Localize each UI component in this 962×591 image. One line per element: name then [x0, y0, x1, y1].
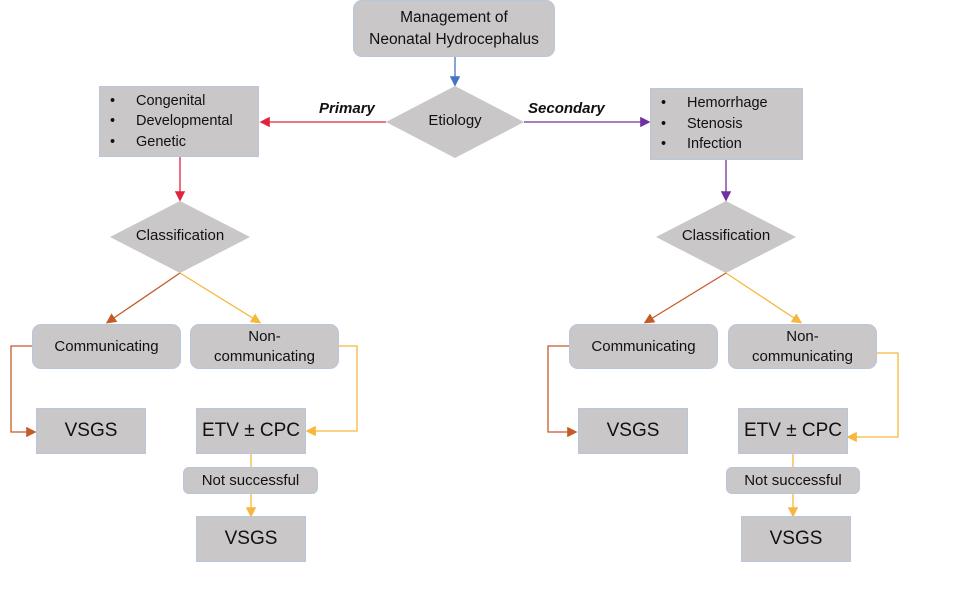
arrow-primary-noncommunicating-to-etv [305, 345, 358, 437]
vsgs-label: VSGS [606, 420, 660, 441]
cause-item: Congenital [110, 91, 233, 112]
arrow-primary-to-noncommunicating [179, 272, 262, 324]
secondary-vsgs-direct-box: VSGS [578, 408, 688, 454]
secondary-classification-diamond [656, 201, 796, 273]
primary-vsgs-direct-box: VSGS [36, 408, 146, 454]
vsgs-label: VSGS [769, 528, 823, 549]
cause-item: Genetic [110, 132, 233, 153]
primary-classification-diamond [110, 201, 250, 273]
arrow-secondary-to-noncommunicating [725, 272, 803, 324]
secondary-etv-cpc-box: ETV ± CPC [738, 408, 848, 454]
arrow-secondary-communicating-to-vsgs [547, 345, 578, 438]
primary-not-successful-box: Not successful [183, 467, 318, 494]
communicating-label: Communicating [54, 337, 159, 355]
primary-noncommunicating-box: Non- communicating [190, 324, 339, 369]
communicating-label: Communicating [591, 337, 696, 355]
primary-etv-cpc-box: ETV ± CPC [196, 408, 306, 454]
primary-causes-box: Congenital Developmental Genetic [99, 86, 259, 157]
arrow-primary-to-communicating [105, 272, 181, 324]
secondary-noncommunicating-box: Non- communicating [728, 324, 877, 369]
primary-edge-label: Primary [319, 100, 375, 117]
arrow-secondary-noncommunicating-to-etv [846, 352, 899, 443]
noncommunicating-label-line-2: communicating [214, 347, 315, 365]
arrow-secondary-to-communicating [643, 272, 727, 324]
secondary-edge-label: Secondary [528, 100, 605, 117]
secondary-vsgs-after-box: VSGS [741, 516, 851, 562]
cause-item: Infection [661, 134, 768, 155]
primary-classification-label: Classification [135, 227, 225, 244]
noncommunicating-label-line-1: Non- [786, 327, 819, 345]
secondary-not-successful-box: Not successful [726, 467, 860, 494]
not-successful-label: Not successful [744, 471, 842, 489]
root-node: Management of Neonatal Hydrocephalus [353, 0, 555, 57]
etv-cpc-label: ETV ± CPC [201, 420, 301, 441]
not-successful-label: Not successful [201, 471, 300, 489]
root-title-line-2: Neonatal Hydrocephalus [369, 30, 539, 48]
primary-communicating-box: Communicating [32, 324, 181, 369]
etiology-label: Etiology [428, 112, 482, 129]
vsgs-label: VSGS [224, 528, 278, 549]
primary-vsgs-after-box: VSGS [196, 516, 306, 562]
cause-item: Hemorrhage [661, 93, 768, 114]
cause-item: Stenosis [661, 114, 768, 135]
noncommunicating-label-line-2: communicating [752, 347, 853, 365]
secondary-classification-label: Classification [681, 227, 771, 244]
noncommunicating-label-line-1: Non- [248, 327, 281, 345]
arrow-primary-communicating-to-vsgs [10, 345, 37, 438]
vsgs-label: VSGS [64, 420, 118, 441]
secondary-causes-box: Hemorrhage Stenosis Infection [650, 88, 803, 160]
cause-item: Developmental [110, 111, 233, 132]
etiology-diamond [386, 86, 524, 158]
root-title-line-1: Management of [400, 8, 508, 26]
etv-cpc-label: ETV ± CPC [743, 420, 843, 441]
secondary-communicating-box: Communicating [569, 324, 718, 369]
